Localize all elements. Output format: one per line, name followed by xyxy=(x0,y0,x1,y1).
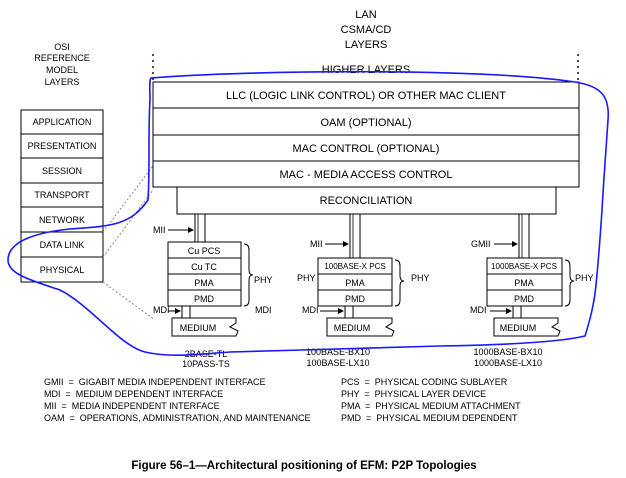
mapping-line-datalink-top xyxy=(102,165,154,233)
osi-layer-stack: APPLICATION PRESENTATION SESSION TRANSPO… xyxy=(20,109,104,283)
mii-connector-middle xyxy=(349,213,361,259)
mdi-label-left-a: MDI xyxy=(153,305,170,315)
mdi-arrow-middle-head xyxy=(338,308,344,314)
standard-right-2: 1000BASE-LX10 xyxy=(474,358,542,368)
phy-label-right: PHY xyxy=(575,273,594,283)
osi-label-data-link: DATA LINK xyxy=(40,240,85,250)
mii-arrow-left-head xyxy=(188,227,194,233)
osi-title-line-2: REFERENCE xyxy=(34,53,90,63)
phy-label-left: PHY xyxy=(254,275,273,285)
layer-llc xyxy=(152,81,580,109)
layer-oam-label: OAM (OPTIONAL) xyxy=(320,117,411,129)
osi-title-line-3: MODEL xyxy=(46,65,78,75)
mii-label-middle: MII xyxy=(310,239,323,249)
osi-label-physical: PHYSICAL xyxy=(40,265,85,275)
sublayer-pmd-right-label: PMD xyxy=(514,294,535,304)
osi-layer-transport xyxy=(20,182,104,208)
layer-mac-control xyxy=(152,134,580,162)
phy-column-right: GMII 1000BASE-X PCS PMA PMD PHY MDI MEDI… xyxy=(470,213,594,368)
glossary-oam: OAM = OPERATIONS, ADMINISTRATION, AND MA… xyxy=(44,413,310,423)
layer-oam xyxy=(152,107,580,136)
osi-layer-data-link xyxy=(20,231,104,258)
sublayer-pma-middle-label: PMA xyxy=(345,278,365,288)
lan-layer-stack: LLC (LOGIC LINK CONTROL) OR OTHER MAC CL… xyxy=(152,81,580,215)
phy-label-middle-right: PHY xyxy=(411,273,430,283)
mii-connector-left xyxy=(194,213,206,243)
glossary-gmii: GMII = GIGABIT MEDIA INDEPENDENT INTERFA… xyxy=(44,377,265,387)
phy-brace-left xyxy=(243,243,254,307)
glossary: GMII = GIGABIT MEDIA INDEPENDENT INTERFA… xyxy=(44,377,521,423)
standard-right-1: 1000BASE-BX10 xyxy=(473,347,542,357)
figure-caption: Figure 56–1—Architectural positioning of… xyxy=(131,460,476,472)
sublayer-cu-pcs-label: Cu PCS xyxy=(188,246,221,256)
gmii-arrow-right-head xyxy=(512,241,518,247)
mdi-arrow-right-head xyxy=(506,308,512,314)
lan-title-line-3: LAYERS xyxy=(345,39,388,51)
osi-label-presentation: PRESENTATION xyxy=(28,141,97,151)
mii-label-left: MII xyxy=(153,225,166,235)
osi-layer-physical xyxy=(20,256,104,283)
layer-mac-control-label: MAC CONTROL (OPTIONAL) xyxy=(293,143,440,155)
osi-title-line-4: LAYERS xyxy=(45,77,80,87)
phy-brace-middle xyxy=(394,259,405,307)
glossary-pmd: PMD = PHYSICAL MEDIUM DEPENDENT xyxy=(341,413,518,423)
sublayer-100basex-pcs-label: 100BASE-X PCS xyxy=(324,262,385,271)
glossary-pcs: PCS = PHYSICAL CODING SUBLAYER xyxy=(341,377,508,387)
lan-title-line-1: LAN xyxy=(355,9,376,21)
medium-box-right xyxy=(493,317,561,337)
sublayer-pmd-left xyxy=(167,289,242,307)
mapping-line-physical-bottom xyxy=(102,281,156,321)
phy-brace-right xyxy=(564,259,575,307)
mapping-line-datalink-mid xyxy=(102,189,154,258)
sublayer-pmd-left-label: PMD xyxy=(194,294,215,304)
sublayer-pmd-middle-label: PMD xyxy=(345,294,366,304)
glossary-mii: MII = MEDIA INDEPENDENT INTERFACE xyxy=(44,401,220,411)
mdi-arrow-left-head xyxy=(175,308,181,314)
phy-label-middle-left: PHY xyxy=(297,273,316,283)
medium-label-left: MEDIUM xyxy=(180,323,217,333)
mdi-label-middle: MDI xyxy=(302,305,319,315)
gmii-connector-right xyxy=(518,213,530,259)
sublayer-pmd-middle xyxy=(317,289,393,307)
standard-left-2: 10PASS-TS xyxy=(182,359,230,369)
osi-label-session: SESSION xyxy=(42,166,82,176)
sublayer-cu-tc-label: Cu TC xyxy=(191,262,217,272)
sublayer-pma-right-label: PMA xyxy=(514,278,534,288)
osi-title-line-1: OSI xyxy=(54,42,70,52)
medium-box-left xyxy=(171,317,239,337)
layer-reconciliation xyxy=(176,186,557,215)
osi-layer-application xyxy=(20,109,104,135)
lan-title-line-2: CSMA/CD xyxy=(341,24,392,36)
sublayer-pma-left-label: PMA xyxy=(194,278,214,288)
medium-label-right: MEDIUM xyxy=(500,323,537,333)
freehand-annotation-outline xyxy=(7,70,609,356)
standard-middle-1: 100BASE-BX10 xyxy=(306,347,370,357)
layer-llc-label: LLC (LOGIC LINK CONTROL) OR OTHER MAC CL… xyxy=(226,90,506,102)
mdi-label-right: MDI xyxy=(470,305,487,315)
layer-mac xyxy=(152,160,580,188)
medium-label-middle: MEDIUM xyxy=(334,323,371,333)
mii-arrow-middle-head xyxy=(343,241,349,247)
osi-layer-presentation xyxy=(20,133,104,159)
standard-middle-2: 100BASE-LX10 xyxy=(306,358,369,368)
sublayer-pmd-right xyxy=(486,289,563,307)
layer-mac-label: MAC - MEDIA ACCESS CONTROL xyxy=(280,169,453,181)
phy-column-left: MII Cu PCS Cu TC PMA PMD PHY MDI MDI MED… xyxy=(153,213,273,369)
sublayer-1000basex-pcs-label: 1000BASE-X PCS xyxy=(491,262,557,271)
glossary-phy: PHY = PHYSICAL LAYER DEVICE xyxy=(341,389,486,399)
glossary-mdi: MDI = MEDIUM DEPENDENT INTERFACE xyxy=(44,389,223,399)
higher-layers-label: HIGHER LAYERS xyxy=(322,64,410,76)
medium-box-middle xyxy=(326,317,395,337)
osi-label-transport: TRANSPORT xyxy=(34,190,90,200)
glossary-pma: PMA = PHYSICAL MEDIUM ATTACHMENT xyxy=(341,401,521,411)
layer-reconciliation-label: RECONCILIATION xyxy=(320,195,413,207)
gmii-label-right: GMII xyxy=(471,239,491,249)
osi-label-network: NETWORK xyxy=(39,215,85,225)
mdi-label-left-b: MDI xyxy=(255,305,272,315)
osi-label-application: APPLICATION xyxy=(33,117,92,127)
phy-column-middle: MII 100BASE-X PCS PMA PMD PHY PHY MDI ME… xyxy=(297,213,430,368)
